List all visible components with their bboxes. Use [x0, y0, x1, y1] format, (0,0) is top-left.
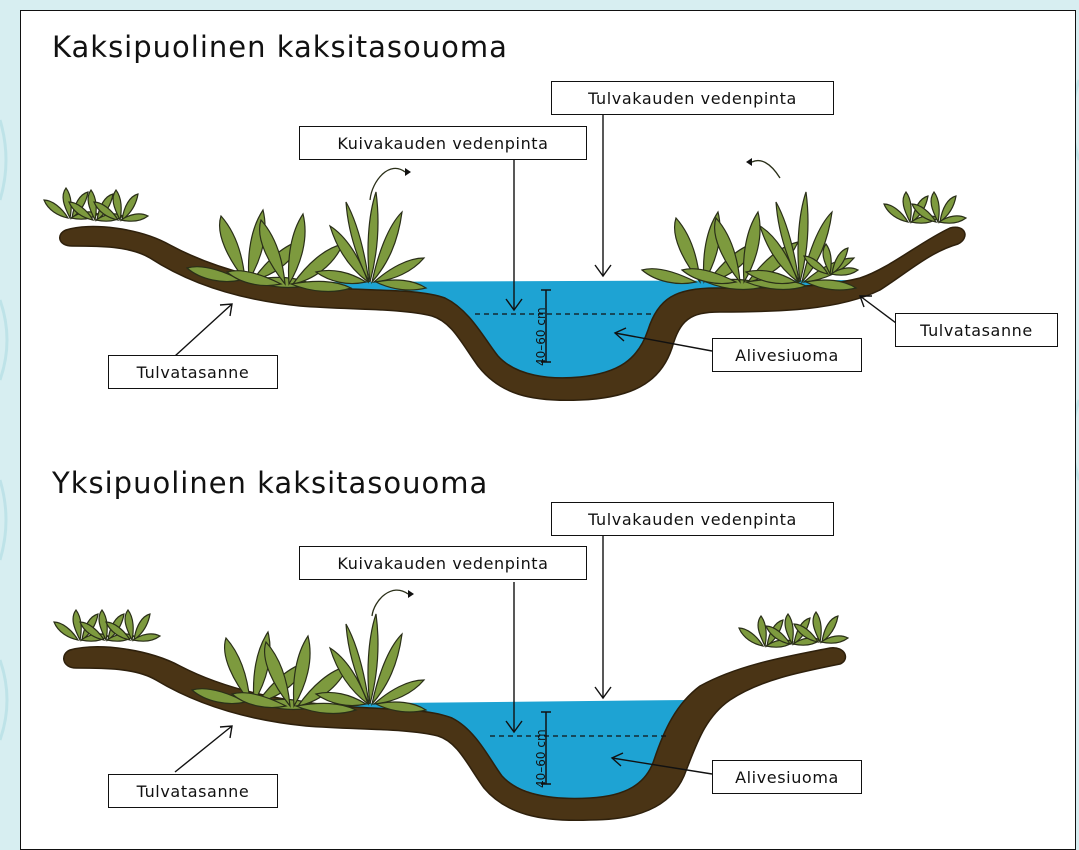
label-low-channel-top: Alivesiuoma [712, 338, 862, 372]
depth-label-top: 40–60 cm [534, 307, 548, 366]
label-dry-level-top: Kuivakauden vedenpinta [299, 126, 587, 160]
label-dry-level-bottom: Kuivakauden vedenpinta [299, 546, 587, 580]
label-flood-level-top: Tulvakauden vedenpinta [551, 81, 834, 115]
label-terrace-right-top: Tulvatasanne [895, 313, 1058, 347]
label-low-channel-bottom: Alivesiuoma [712, 760, 862, 794]
label-terrace-left-top: Tulvatasanne [108, 355, 278, 389]
label-terrace-left-bottom: Tulvatasanne [108, 774, 278, 808]
depth-label-bottom: 40–60 cm [534, 729, 548, 788]
label-flood-level-bottom: Tulvakauden vedenpinta [551, 502, 834, 536]
